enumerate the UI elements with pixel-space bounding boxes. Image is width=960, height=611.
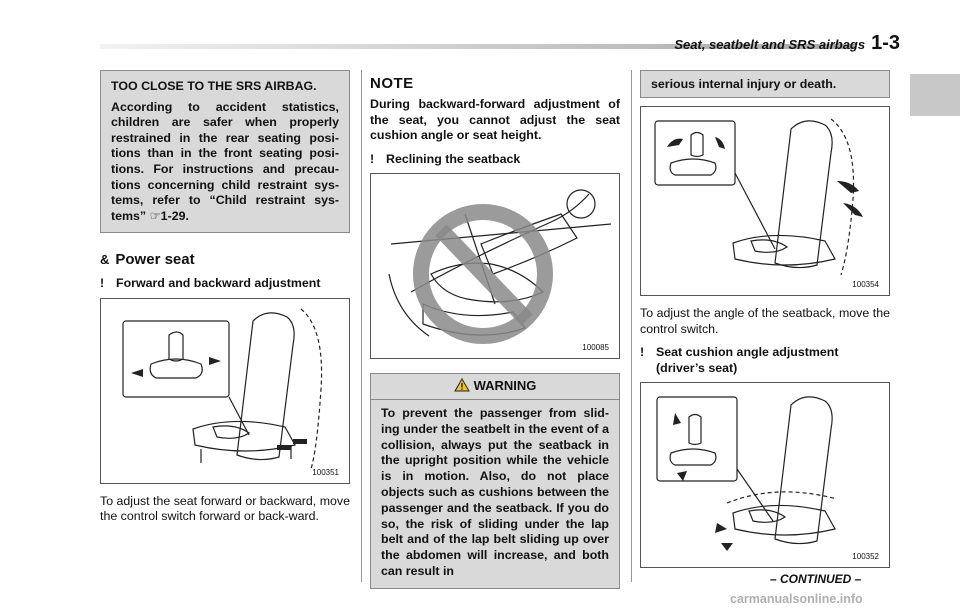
watermark: carmanualsonline.info [730,592,863,606]
subheading-mark: ! [370,151,375,166]
page-header: Seat, seatbelt and SRS airbags 1-3 [620,32,900,55]
subheading: ! Reclining the seatback [370,152,620,168]
body-text: To adjust the angle of the seatback, mov… [640,306,890,336]
prohibition-icon [413,204,553,344]
seatback-recline-illustration [654,118,863,276]
body-text: To adjust the seat forward or backward, … [100,493,350,524]
subheading-title: Forward and backward adjustment [116,276,321,291]
warning-continued-text: TOO CLOSE TO THE SRS AIRBAG. [111,79,317,93]
subheading-title: Reclining the seatback [386,151,521,166]
continued-warning-box: TOO CLOSE TO THE SRS AIRBAG. According t… [100,70,350,234]
warning-body: To prevent the passenger from slid-ing u… [370,399,620,589]
seat-slide-illustration [122,308,323,470]
section-heading: &Power seat [100,251,350,268]
column-3: serious internal injury or death. 100354… [640,70,890,568]
warning-title: WARNING [473,378,537,393]
figure-seat-slide: 100351 [100,297,350,484]
column-divider [361,70,362,582]
note-text: During backward-forward adjustment of th… [370,97,620,142]
subheading-title: Seat cushion angle adjustment (driver’s … [656,345,839,375]
column-2: NOTE During backward-forward adjustment … [370,70,620,589]
page-number: 1-3 [871,32,900,54]
subheading: ! Seat cushion angle adjustment (driver’s… [640,345,890,376]
chapter-tab [910,74,960,116]
figure-seatback-recline: 100354 [640,106,890,296]
section-title: Power seat [115,251,195,269]
warning-continued-box: serious internal injury or death. [640,70,890,98]
subheading-mark: ! [100,276,105,291]
header-section-title: Seat, seatbelt and SRS airbags [674,37,866,52]
note-heading: NOTE [370,75,414,92]
figure-reclined-passenger: 100085 [370,173,620,359]
figure-cushion-angle: 100352 [640,382,890,568]
column-1: TOO CLOSE TO THE SRS AIRBAG. According t… [100,70,350,525]
figure-code: 100352 [852,552,879,561]
figure-code: 100085 [582,343,609,352]
child-safety-text: According to accident statistics, childr… [111,99,339,223]
reclined-passenger-illustration [388,189,612,344]
figure-code: 100354 [852,280,879,289]
subheading: ! Forward and backward adjustment [100,276,350,292]
subheading-mark: ! [640,345,645,359]
warning-title-bar: WARNING [370,373,620,399]
figure-code: 100351 [312,467,339,477]
column-divider [631,70,632,582]
cushion-angle-illustration [656,396,838,551]
warning-triangle-icon [453,378,470,395]
continued-marker: – CONTINUED – [770,572,862,586]
section-mark: & [100,252,110,268]
header-rule [100,44,855,49]
